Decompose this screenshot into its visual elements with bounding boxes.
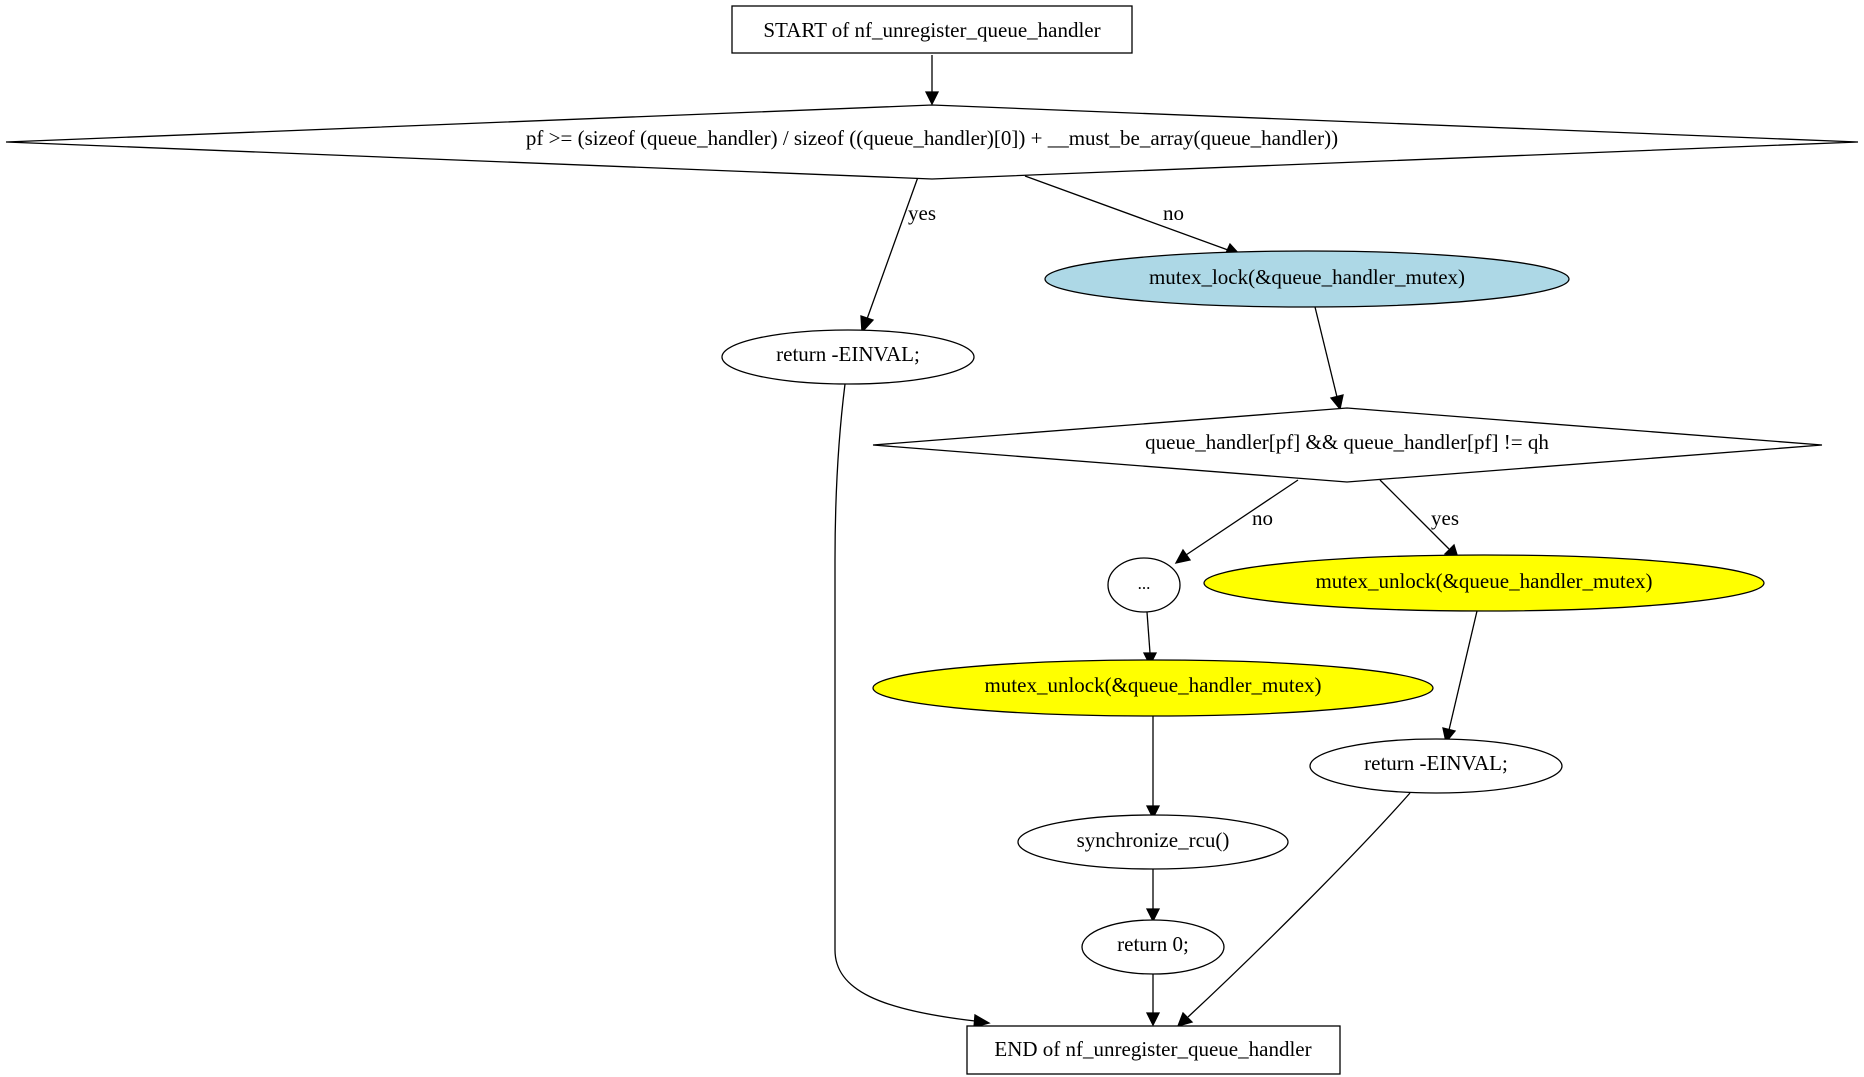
arrowhead	[1145, 908, 1161, 923]
ellipsis-node[interactable]: ...	[1107, 557, 1181, 613]
ellipsis-label: ...	[1138, 574, 1151, 593]
end-node-label: END of nf_unregister_queue_handler	[994, 1037, 1311, 1061]
arrowhead	[860, 315, 875, 334]
arrowhead	[1142, 652, 1158, 667]
return-zero-node[interactable]: return 0;	[1081, 919, 1225, 975]
start-node[interactable]: START of nf_unregister_queue_handler	[731, 5, 1133, 54]
condition-node-handler-check[interactable]: queue_handler[pf] && queue_handler[pf] !…	[872, 407, 1823, 483]
edge-return-einval2-to-end	[1187, 792, 1411, 1018]
edge-lock-to-cond2	[1314, 306, 1338, 398]
arrowhead	[1145, 805, 1161, 820]
edge-cond1-yes	[866, 176, 919, 320]
return-zero-label: return 0;	[1117, 932, 1189, 956]
synchronize-rcu-label: synchronize_rcu()	[1077, 828, 1230, 852]
arrowhead	[924, 91, 940, 106]
return-einval-node-right[interactable]: return -EINVAL;	[1309, 738, 1563, 794]
mutex-lock-node[interactable]: mutex_lock(&queue_handler_mutex)	[1044, 250, 1570, 308]
arrowhead	[1329, 394, 1344, 411]
edge-labels: yes no no yes	[908, 201, 1459, 530]
mutex-unlock-node-left[interactable]: mutex_unlock(&queue_handler_mutex)	[872, 659, 1434, 717]
arrowhead	[1145, 1012, 1161, 1027]
nodes: START of nf_unregister_queue_handler pf …	[5, 5, 1859, 1075]
edge-cond1-no	[1024, 175, 1229, 251]
start-node-label: START of nf_unregister_queue_handler	[763, 18, 1100, 42]
edge-cond2-yes	[1379, 479, 1450, 550]
condition-node-bounds-check[interactable]: pf >= (sizeof (queue_handler) / sizeof (…	[5, 104, 1859, 180]
mutex-unlock-left-label: mutex_unlock(&queue_handler_mutex)	[984, 673, 1321, 697]
edge-cond2-no	[1185, 479, 1299, 556]
mutex-lock-label: mutex_lock(&queue_handler_mutex)	[1149, 265, 1465, 289]
arrowhead	[1176, 1011, 1194, 1027]
mutex-unlock-node-right[interactable]: mutex_unlock(&queue_handler_mutex)	[1203, 554, 1765, 612]
edge-label-cond1-yes: yes	[908, 201, 936, 225]
edge-label-cond2-no: no	[1252, 506, 1273, 530]
edge-ellipsis-to-unlock	[1146, 611, 1151, 654]
condition-bounds-check-label: pf >= (sizeof (queue_handler) / sizeof (…	[526, 126, 1338, 150]
synchronize-rcu-node[interactable]: synchronize_rcu()	[1017, 814, 1289, 870]
edge-label-cond1-no: no	[1163, 201, 1184, 225]
arrowhead	[1174, 548, 1192, 564]
return-einval-left-label: return -EINVAL;	[776, 342, 920, 366]
return-einval-node-left[interactable]: return -EINVAL;	[721, 329, 975, 385]
return-einval-right-label: return -EINVAL;	[1364, 751, 1508, 775]
arrowhead	[973, 1013, 991, 1028]
mutex-unlock-right-label: mutex_unlock(&queue_handler_mutex)	[1315, 569, 1652, 593]
end-node[interactable]: END of nf_unregister_queue_handler	[966, 1025, 1341, 1075]
edge-label-cond2-yes: yes	[1431, 506, 1459, 530]
edge-return-einval1-to-end	[834, 383, 976, 1022]
condition-handler-check-label: queue_handler[pf] && queue_handler[pf] !…	[1145, 430, 1549, 454]
edge-unlock-to-return-einval	[1448, 610, 1478, 731]
